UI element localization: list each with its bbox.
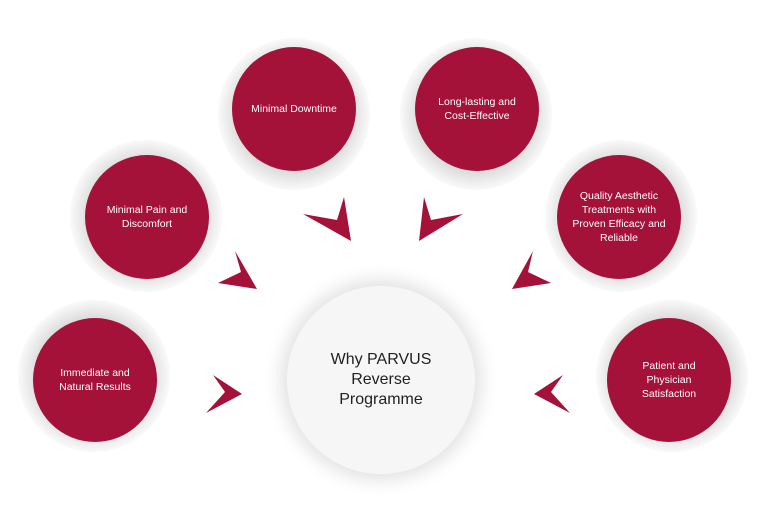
arrow-pointer-icon — [419, 197, 463, 241]
benefit-label: Long-lasting and Cost-Effective — [438, 96, 516, 122]
benefit-minimal-pain: Minimal Pain and Discomfort — [85, 155, 209, 279]
benefit-label: Quality Aesthetic Treatments with Proven… — [572, 190, 666, 244]
arrow-pointer-icon — [303, 197, 351, 241]
arrow-pointer-icon — [534, 375, 570, 413]
benefit-satisfaction: Patient and Physician Satisfaction — [607, 318, 731, 442]
center-circle: Why PARVUS Reverse Programme — [287, 286, 475, 474]
arrow-pointer-icon — [206, 375, 242, 413]
center-title: Why PARVUS Reverse Programme — [330, 351, 432, 408]
benefit-immediate-results: Immediate and Natural Results — [33, 318, 157, 442]
benefit-quality-aesthetic: Quality Aesthetic Treatments with Proven… — [557, 155, 681, 279]
arrow-pointer-icon — [512, 251, 551, 289]
benefit-label: Immediate and Natural Results — [59, 367, 131, 393]
benefit-label: Minimal Downtime — [251, 103, 337, 115]
benefit-label: Minimal Pain and Discomfort — [106, 204, 188, 230]
arrow-pointer-icon — [218, 251, 257, 289]
benefit-long-lasting: Long-lasting and Cost-Effective — [415, 47, 539, 171]
benefit-label: Patient and Physician Satisfaction — [641, 360, 697, 400]
benefit-minimal-downtime: Minimal Downtime — [232, 47, 356, 171]
